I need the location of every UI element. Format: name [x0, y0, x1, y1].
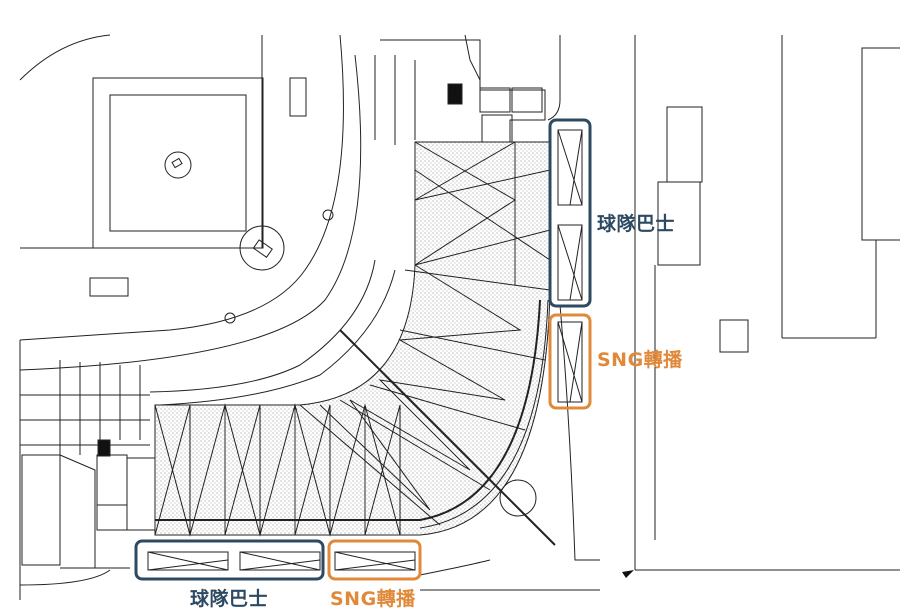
team-bus-label-right: 球隊巴士 [597, 213, 676, 235]
sng-label-bottom: SNG轉播 [330, 588, 416, 610]
outfield-arc [19, 34, 111, 81]
room-block [289, 77, 307, 117]
right-building [657, 181, 701, 266]
sng-label-right: SNG轉播 [597, 349, 683, 371]
pitchers-mound [164, 151, 192, 179]
bus-stall [147, 551, 229, 571]
sng-stall [334, 551, 416, 571]
sng-zone-right [548, 313, 592, 410]
infield-inner [109, 94, 247, 232]
team-bus-zone-right [548, 118, 592, 308]
axis-line [339, 329, 556, 546]
bus-stall [239, 551, 321, 571]
infield-outer [92, 77, 264, 249]
team-bus-label-bottom: 球隊巴士 [190, 588, 269, 610]
sng-zone-bottom [327, 539, 422, 581]
right-building [666, 106, 703, 183]
right-building [719, 319, 749, 353]
team-bus-zone-bottom [134, 539, 325, 581]
room-block [89, 277, 129, 297]
right-building [861, 47, 900, 241]
seating-bowl [154, 141, 551, 536]
